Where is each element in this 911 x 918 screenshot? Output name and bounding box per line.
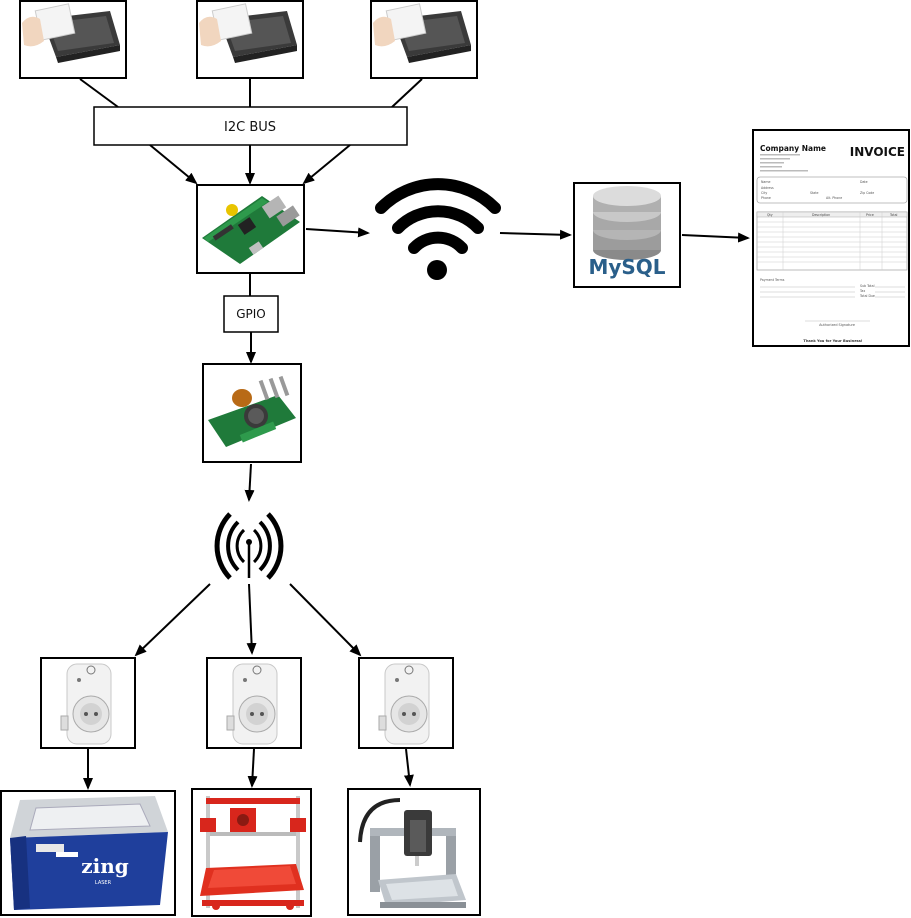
3d-printer-icon — [200, 796, 306, 910]
mysql-logo-text: MySQL — [588, 255, 665, 279]
invoice-field-city: City — [761, 191, 767, 195]
smart-plug-3 — [358, 657, 454, 749]
reader-bus-line-1 — [79, 78, 119, 108]
smart-plug-1 — [40, 657, 136, 749]
invoice-signature: Authorized Signature — [819, 323, 855, 327]
wifi-mysql-arrow — [499, 229, 572, 240]
invoice-company-name: Company Name — [760, 144, 826, 153]
raspberry-pi-box — [196, 184, 305, 274]
invoice-field-zip: Zip Code — [860, 191, 874, 195]
invoice-subtotal: Sub Total — [860, 284, 875, 288]
bus-pi-arrow-1 — [149, 144, 198, 185]
invoice-tax: Tax — [859, 289, 865, 293]
invoice-document: Company Name INVOICE Name Date Address C… — [752, 129, 910, 347]
rf-antenna-arrow — [244, 463, 255, 502]
bus-pi-arrow-3 — [302, 144, 351, 185]
invoice-field-alt-phone: Alt. Phone — [826, 196, 842, 200]
smart-plug-2 — [206, 657, 302, 749]
laser-cutter-icon — [10, 796, 168, 910]
plug-cnc-arrow — [403, 748, 414, 787]
invoice-footer: Thank You for Your Business! — [803, 339, 863, 343]
raspberry-pi-icon — [202, 195, 300, 264]
cnc-mill-box — [347, 788, 481, 916]
invoice-title: INVOICE — [850, 145, 905, 159]
reader-bus-line-3 — [391, 78, 423, 108]
invoice-col-qty: Qty — [767, 213, 773, 217]
rfid-reader-2 — [196, 0, 304, 79]
rf-transmitter-box — [202, 363, 302, 463]
rfid-reader-3 — [370, 0, 478, 79]
invoice-field-state: State — [810, 191, 818, 195]
antenna-plug-arrow-2 — [246, 583, 257, 655]
invoice-col-price: Price — [866, 213, 874, 217]
antenna-plug-arrow-1 — [134, 583, 211, 657]
laser-cutter-box: zing LASER — [0, 790, 176, 916]
gpio-label: GPIO — [236, 307, 266, 321]
rf-transmitter-icon — [208, 375, 296, 447]
wifi-icon — [375, 178, 501, 280]
invoice-field-phone: Phone — [761, 196, 771, 200]
invoice-col-total: Total — [889, 213, 898, 217]
invoice-field-name: Name — [761, 180, 770, 184]
mysql-database-box: MySQL — [573, 182, 681, 288]
antenna-plug-arrow-3 — [289, 583, 362, 657]
radio-antenna-icon — [214, 512, 284, 580]
laser-brand-text: zing — [81, 854, 128, 878]
invoice-field-date: Date — [860, 180, 868, 184]
pi-wifi-arrow — [305, 227, 370, 238]
plug-printer-arrow — [247, 748, 258, 788]
rfid-reader-1 — [19, 0, 127, 79]
cnc-mill-icon — [358, 798, 466, 908]
invoice-field-address: Address — [761, 186, 774, 190]
mysql-invoice-arrow — [681, 232, 750, 243]
laser-sub-text: LASER — [95, 880, 112, 886]
i2c-bus-label: I2C BUS — [224, 120, 276, 135]
invoice-col-description: Description — [812, 213, 830, 217]
invoice-total-due: Total Due — [859, 294, 875, 298]
invoice-payment-terms: Payment Terms — [760, 278, 785, 282]
mysql-database-icon — [593, 186, 661, 260]
3d-printer-box — [191, 788, 312, 917]
